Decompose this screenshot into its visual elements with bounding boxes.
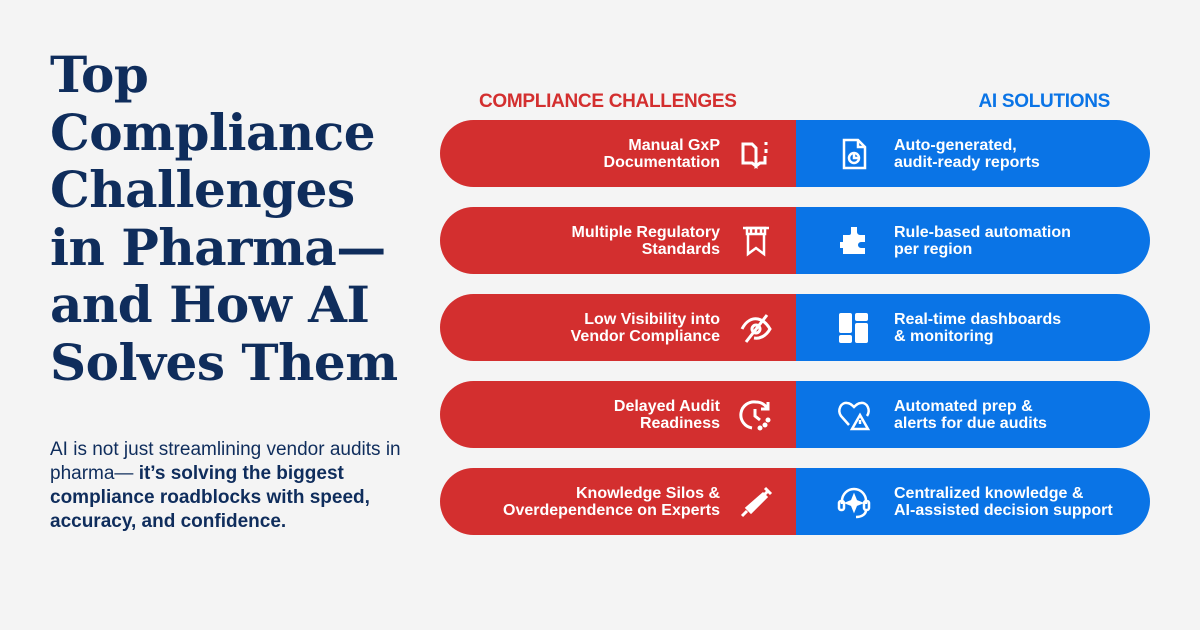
comparison-row: Knowledge Silos & Overdependence on Expe… [440,468,1150,535]
challenge-cell: Delayed Audit Readiness [440,381,796,448]
challenge-label: Manual GxP Documentation [603,136,720,171]
challenges-header: COMPLIANCE CHALLENGES [479,91,737,112]
solution-label: Automated prep & alerts for due audits [894,397,1047,432]
comparison-row: Low Visibility into Vendor Compliance Re… [440,294,1150,361]
solution-label: Real-time dashboards & monitoring [894,310,1062,345]
comparison-row: Manual GxP Documentation Auto-generated,… [440,120,1150,187]
page-title: Top Compliance Challenges in Pharma— and… [50,46,430,391]
comparison-row: Multiple Regulatory Standards Rule-based… [440,207,1150,274]
challenge-label: Delayed Audit Readiness [613,397,720,432]
comparison-row: Delayed Audit Readiness Automated prep &… [440,381,1150,448]
challenge-label: Multiple Regulatory Standards [571,223,720,258]
solutions-header: AI SOLUTIONS [978,91,1110,112]
intro-text: AI is not just streamlining vendor audit… [50,438,410,534]
title-line: Top [50,45,149,104]
title-line: Compliance [50,102,376,162]
intro-plain: AI is not just streamlining vendor audit… [50,439,401,484]
title-line: Challenges [50,160,355,219]
solution-cell: Real-time dashboards & monitoring [796,294,1150,361]
report-chart-icon [836,136,872,172]
title-line: Solves Them [50,332,398,392]
challenge-cell: Low Visibility into Vendor Compliance [440,294,796,361]
challenge-label: Low Visibility into Vendor Compliance [570,310,720,345]
challenge-cell: Manual GxP Documentation [440,120,796,187]
solution-label: Centralized knowledge & AI-assisted deci… [894,484,1113,519]
challenge-cell: Knowledge Silos & Overdependence on Expe… [440,468,796,535]
solution-label: Rule-based automation per region [894,223,1071,258]
dashboard-icon [836,310,872,346]
eye-slash-icon [738,310,774,346]
syringe-icon [738,484,774,520]
intro-bold: it’s solving the biggest compliance road… [50,463,370,532]
challenge-cell: Multiple Regulatory Standards [440,207,796,274]
title-line: in Pharma— [50,217,386,277]
solution-cell: Rule-based automation per region [796,207,1150,274]
solution-cell: Automated prep & alerts for due audits [796,381,1150,448]
solution-label: Auto-generated, audit-ready reports [894,136,1040,171]
solution-cell: Auto-generated, audit-ready reports [796,120,1150,187]
book-info-icon [738,136,774,172]
puzzle-automation-icon [836,223,872,259]
challenge-label: Knowledge Silos & Overdependence on Expe… [503,484,720,519]
heart-alert-icon [836,397,872,433]
solution-cell: Centralized knowledge & AI-assisted deci… [796,468,1150,535]
banner-standard-icon [738,223,774,259]
title-line: and How AI [50,275,370,334]
headset-sparkle-icon [836,484,872,520]
clock-delay-icon [738,397,774,433]
